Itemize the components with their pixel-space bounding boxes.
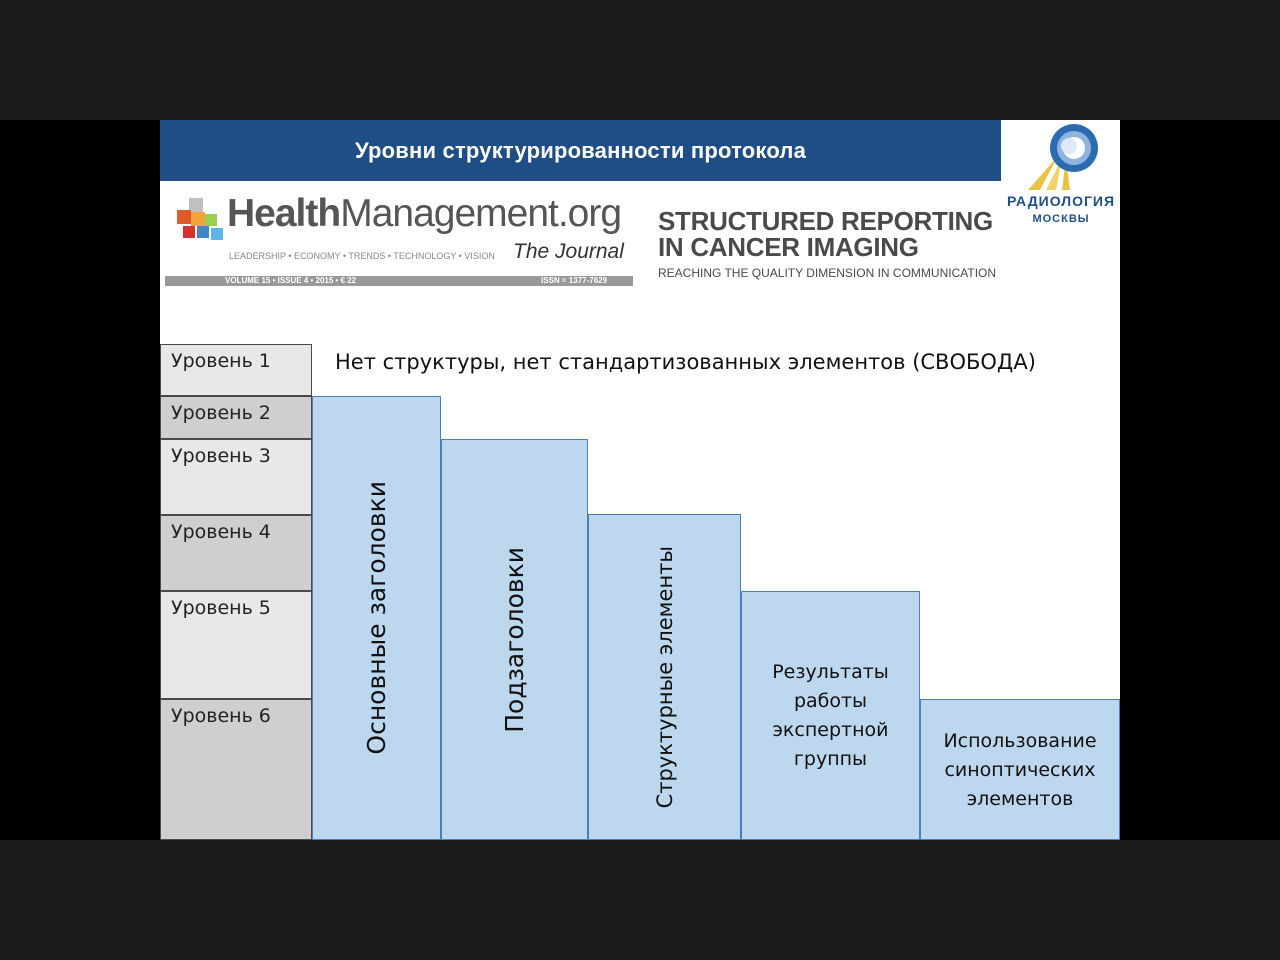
journal-name: HealthManagement.org — [227, 192, 622, 236]
step-structural-elements-label: Структурные элементы — [652, 545, 677, 809]
journal-strip — [165, 276, 633, 286]
presentation-slide: Уровни структурированности протокола РАД… — [160, 120, 1120, 840]
level-6: Уровень 6 — [160, 699, 312, 840]
radiology-logo: РАДИОЛОГИЯ МОСКВЫ — [1002, 120, 1120, 230]
level-1: Уровень 1 — [160, 344, 312, 396]
step-expert-group: Результаты работы экспертной группы — [741, 591, 920, 840]
step-synoptic-elements-label: Использование синоптических элементов — [943, 730, 1097, 810]
step-subheadings: Подзаголовки — [441, 439, 588, 840]
headline-line-2: IN CANCER IMAGING — [658, 232, 919, 262]
radiology-logo-icon — [1028, 124, 1098, 190]
journal-tagline: LEADERSHIP • ECONOMY • TRENDS • TECHNOLO… — [229, 251, 495, 261]
journal-name-bold: Health — [227, 192, 341, 235]
journal-masthead: HealthManagement.org LEADERSHIP • ECONOM… — [165, 192, 635, 288]
step-main-headings-label: Основные заголовки — [362, 481, 391, 755]
headline-subtitle: REACHING THE QUALITY DIMENSION IN COMMUN… — [658, 266, 997, 280]
logo-subword: МОСКВЫ — [1032, 213, 1090, 225]
journal-issn: ISSN = 1377-7629 — [541, 276, 608, 285]
journal-name-regular: Management.org — [340, 192, 622, 235]
journal-label: The Journal — [513, 240, 624, 263]
headline-line-1: STRUCTURED REPORTING — [658, 206, 993, 236]
step-structural-elements: Структурные элементы — [588, 514, 741, 840]
slide-title: Уровни структурированности протокола — [354, 137, 807, 163]
cubes-logo-icon — [177, 198, 223, 240]
step-synoptic-elements: Использование синоптических элементов — [920, 699, 1120, 840]
step-subheadings-label: Подзаголовки — [500, 546, 529, 733]
bottom-letterbox — [0, 840, 1280, 960]
level-1-description: Нет структуры, нет стандартизованных эле… — [335, 350, 1036, 374]
journal-volume: VOLUME 15 • ISSUE 4 • 2015 • € 22 — [225, 276, 357, 285]
step-main-headings: Основные заголовки — [312, 396, 441, 840]
level-4: Уровень 4 — [160, 515, 312, 591]
logo-word: РАДИОЛОГИЯ — [1006, 193, 1116, 209]
step-expert-group-label: Результаты работы экспертной группы — [772, 661, 889, 770]
title-band: Уровни структурированности протокола — [160, 120, 1001, 181]
level-2: Уровень 2 — [160, 396, 312, 439]
level-3: Уровень 3 — [160, 439, 312, 515]
article-headline: STRUCTURED REPORTING IN CANCER IMAGING R… — [658, 208, 998, 280]
top-letterbox — [0, 0, 1280, 120]
level-5: Уровень 5 — [160, 591, 312, 699]
